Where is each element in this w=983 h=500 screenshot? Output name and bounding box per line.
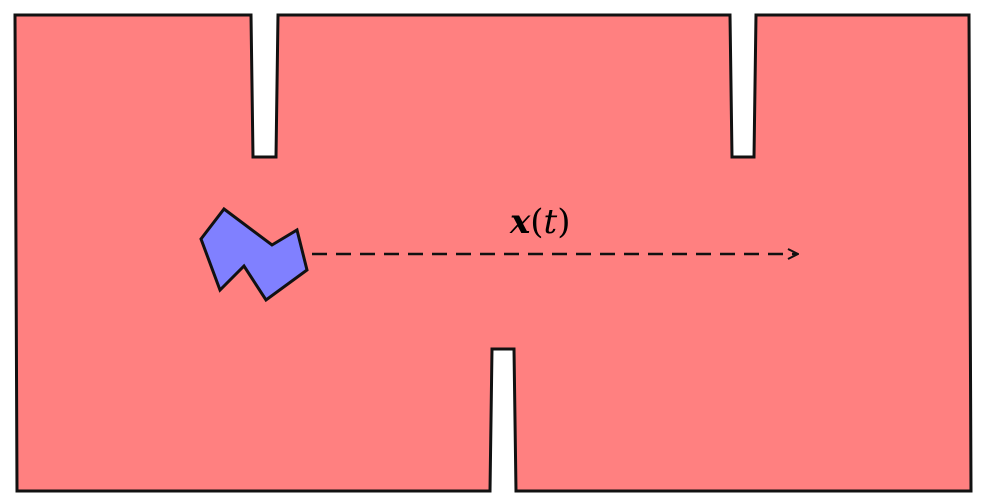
open-paren: ( <box>530 202 543 242</box>
trajectory-label: x(t) <box>509 202 570 242</box>
time-var: t <box>544 202 558 242</box>
close-paren: ) <box>557 202 570 242</box>
trajectory-var: x <box>509 202 531 242</box>
robot-shape <box>199 206 309 303</box>
